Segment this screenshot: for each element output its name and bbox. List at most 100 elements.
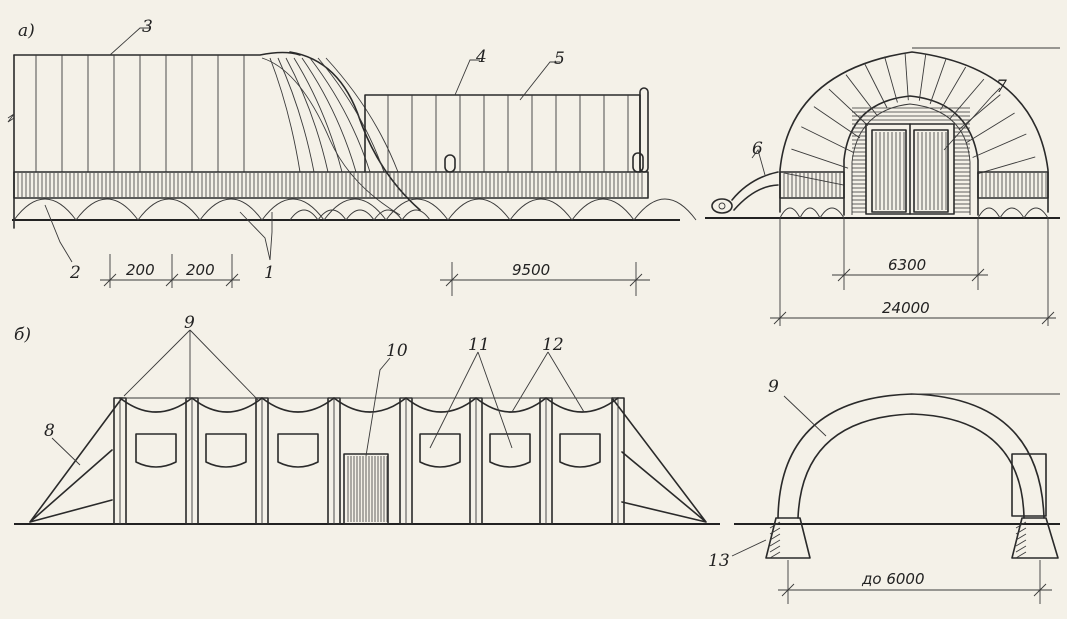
callout-8: 8 [44,421,55,441]
transition-rib [317,57,385,173]
dome-rib [904,53,909,101]
dim-9500: 9500 [512,261,550,279]
transition-rib [293,57,343,173]
anchor-arc [261,198,325,221]
end-base-hatching [783,173,1047,197]
part-a-label: а) [18,21,35,41]
end-base-right [977,171,1049,199]
anchor-arc [819,207,845,219]
leader-7 [943,87,1001,151]
anchor-arc-small [289,209,319,221]
end-column [639,87,649,173]
callout-5: 5 [554,49,565,69]
dim-6300: 6300 [888,256,926,274]
dome-rib [929,58,947,105]
hatch-line [1015,545,1027,553]
dim-6000: до 6000 [861,570,925,588]
dome-rib [791,148,849,169]
callout-9-b: 9 [768,377,779,397]
base-band [13,171,649,199]
anchor-arc-small [373,209,403,221]
blower-hub [718,202,726,210]
door-arch-inner [851,103,971,215]
callout-7: 7 [996,77,1007,97]
dim-9500-group [440,262,650,296]
dim-200-a: 200 [126,261,155,279]
anchor-arc [1023,207,1049,219]
leader-10 [365,357,391,457]
anchor-arc [199,198,263,221]
anchor-arc [75,198,139,221]
dome-rib [864,63,888,108]
hatch-line [769,527,781,535]
dim-24000: 24000 [882,299,930,317]
callout-4: 4 [475,47,487,67]
transition-rib [285,57,329,173]
tent-window [559,433,601,468]
hatch-line [769,521,781,529]
dome-rib [813,106,861,139]
dome-rib [884,56,898,103]
tent-window [277,433,319,468]
anchor-arc-small [401,209,431,221]
hatch-line [769,551,781,559]
tent-windows [135,433,601,468]
tent-window [205,433,247,468]
leader-2 [44,204,73,263]
anchor-arc [323,198,387,221]
door-arch [843,95,979,216]
anchor-arc [779,207,801,219]
dome-rib [966,112,1015,144]
vent-1 [444,154,456,173]
anchor-arc [385,198,449,221]
callout-1: 1 [264,263,275,283]
gate-leaf-right [913,129,949,213]
anchor-arc [799,207,821,219]
dim-200-group [100,254,240,288]
leader-9-b [783,395,827,437]
callout-6: 6 [752,139,763,159]
tent-window [419,433,461,468]
dome-ribs [784,53,1036,186]
dome-rib [918,53,927,101]
callout-2: 2 [69,263,81,283]
dome-rib [977,156,1036,175]
part-a-side-view: а) 3 4 5 2 1 200 200 9500 [7,17,697,296]
dim-200-b: 200 [186,261,215,279]
anchor-arc [999,207,1025,219]
transition-rib [309,57,371,173]
door-arch-hatching [852,107,970,213]
transition-rib [301,57,357,173]
anchor-arc-small [345,209,375,221]
transition-rib [325,57,399,173]
leader-3 [109,27,150,56]
leader-12 [511,351,585,413]
leader-8 [51,437,81,466]
dome-rib [940,66,967,111]
anchor-arc [633,198,697,221]
callout-9-a: 9 [184,313,195,333]
dome-rib [784,172,845,186]
dome-rib [972,133,1027,158]
leader-4 [454,59,480,96]
tent-door-hatching [347,456,388,522]
anchor-arc [13,198,77,221]
vent-2 [632,152,644,173]
callout-12: 12 [542,335,564,355]
hatch-line [769,545,781,553]
foundation-hatching [769,521,1027,559]
break-mark [7,113,15,123]
low-section-panels [387,95,629,172]
dim-24000-group [770,218,1056,326]
arch-end-panel [1011,453,1047,517]
arch-inner [797,413,1025,519]
leader-5 [519,61,560,101]
callout-13: 13 [708,551,730,571]
transition-rib [277,57,315,173]
hatch-line [769,539,781,547]
foundation-left [765,517,811,559]
hatch-line [1015,551,1027,559]
blower-duct [731,171,779,211]
